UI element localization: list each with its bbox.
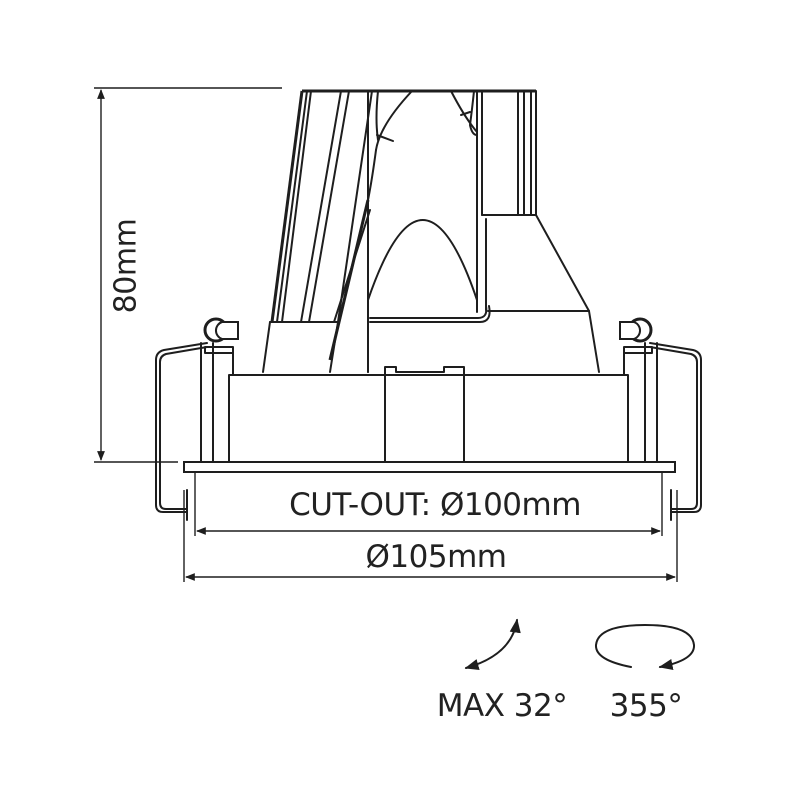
height-dimension-label: 80mm	[108, 218, 144, 314]
height-dimension	[94, 87, 282, 463]
rotation-angle-label: 355°	[609, 688, 683, 724]
cut-out-dimension	[194, 472, 663, 536]
tilt-arc-arrow-icon	[464, 618, 521, 670]
outer-diameter-label: Ø105mm	[365, 539, 507, 575]
cut-out-dimension-label: CUT-OUT: Ø100mm	[289, 487, 581, 523]
left-spring-clip	[155, 317, 239, 521]
outer-diameter-dimension	[183, 490, 678, 582]
tilt-angle-label: MAX 32°	[436, 688, 568, 724]
trim-body	[183, 366, 676, 473]
rotation-ellipse-arrow-icon	[595, 624, 695, 671]
reflector-housing	[262, 89, 600, 373]
right-spring-clip	[619, 317, 702, 521]
